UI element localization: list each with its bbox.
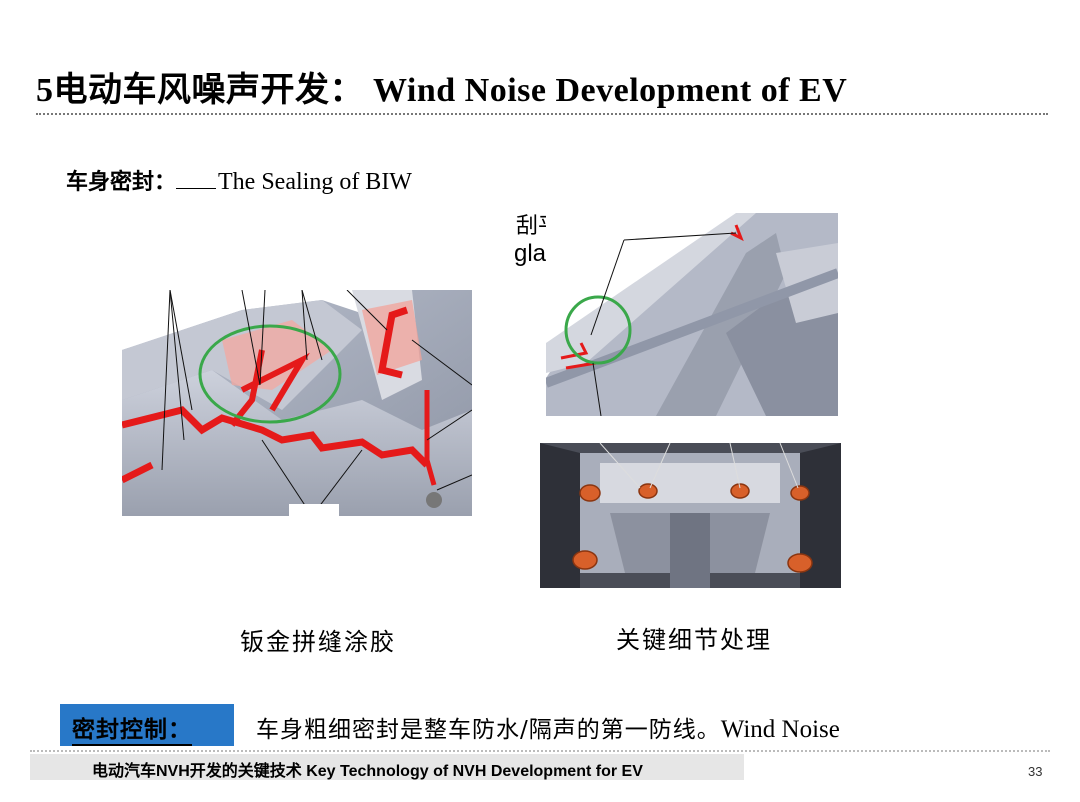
seal-control-text-cn: 车身粗细密封是整车防水/隔声的第一防线。 — [256, 717, 721, 743]
pillar-detail-image — [546, 213, 838, 416]
heading-underline — [176, 188, 217, 189]
underbody-plugs-image — [540, 443, 841, 588]
dotted-divider — [30, 750, 1050, 754]
caption-seam-sealing: 钣金拼缝涂胶 — [240, 628, 396, 656]
seal-control-label: 密封控制： — [72, 710, 192, 746]
seal-control-badge: 密封控制： — [60, 704, 234, 746]
title-divider — [36, 113, 1048, 115]
page-number: 33 — [1028, 764, 1043, 779]
seal-control-statement: 车身粗细密封是整车防水/隔声的第一防线。Wind Noise — [256, 710, 840, 744]
caption-key-details: 关键细节处理 — [616, 626, 772, 654]
footer-bar — [30, 754, 744, 780]
seam-sealing-image — [122, 290, 472, 516]
section-heading: 车身密封： The Sealing of BIW — [66, 164, 412, 196]
section-heading-en: The Sealing of BIW — [218, 169, 412, 195]
seal-control-text-en: Wind Noise — [720, 716, 840, 743]
footer-text: 电动汽车NVH开发的关键技术 Key Technology of NVH Dev… — [92, 763, 643, 780]
underbody-plugs-figure — [540, 443, 841, 588]
pillar-detail-figure — [546, 213, 838, 416]
section-heading-cn: 车身密封： — [66, 170, 177, 195]
slide-title: 5电动车风噪声开发： Wind Noise Development of EV — [36, 72, 848, 109]
seam-sealing-figure — [122, 290, 472, 516]
